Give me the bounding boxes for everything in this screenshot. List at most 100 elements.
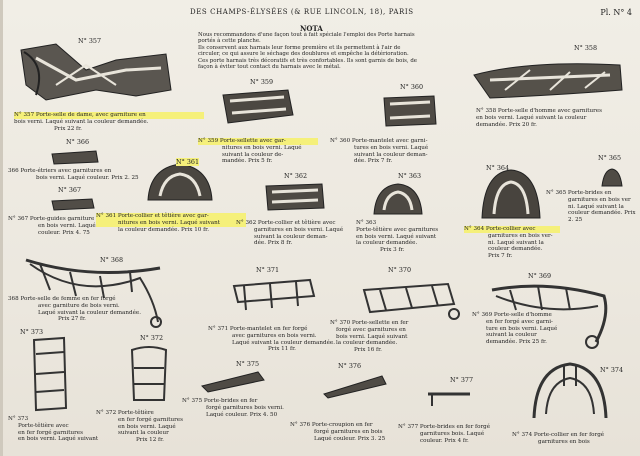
caption-line: Laqué suivant la couleur demandée. xyxy=(232,339,335,346)
page-header: DES CHAMPS-ÉLYSÉES (& RUE LINCOLN, 18), … xyxy=(190,8,414,16)
caption-line: N° 371 Porte-mantelet en fer forgé xyxy=(208,326,308,332)
item-number-359: N° 359 xyxy=(250,78,274,86)
item-number-358: N° 358 xyxy=(574,44,598,52)
item-number-372: N° 372 xyxy=(140,334,164,342)
item-number-357: N° 357 xyxy=(78,37,102,45)
caption-line: bois verni. Laqué couleur. Prix 2. 25 xyxy=(36,174,139,181)
caption-371: N° 371 Porte-mantelet en fer forgé avec … xyxy=(208,326,338,353)
caption-line: la couleur demandée. xyxy=(336,340,398,347)
caption-364: N° 364 Porte-collier avec garnitures en … xyxy=(464,226,560,260)
headstall-rack-373-illustration xyxy=(32,336,68,412)
caption-line: N° 362 Porte-collier et têtière avec xyxy=(236,220,336,226)
rein-rack-367-illustration xyxy=(51,198,95,211)
caption-line: N° 359 Porte-sellette avec gar- xyxy=(198,138,318,145)
saddle-rack-357-illustration xyxy=(20,43,172,101)
caption-366: 366 Porte-étriers avec garnitures en boi… xyxy=(8,168,148,182)
caption-line: bois verni. Laqué suivant xyxy=(336,333,408,340)
bridle-rack-375-illustration xyxy=(201,371,265,393)
caption-line: couleur demandée. Prix 2. 25 xyxy=(568,210,636,224)
caption-line: avec garniture de bois verni. xyxy=(38,302,120,309)
caption-line: N° 363 xyxy=(356,220,377,226)
caption-line: en fer forgé avec garni- xyxy=(486,318,553,325)
caption-line: N° 364 Porte-collier avec xyxy=(464,226,560,233)
caption-line: N° 375 Porte-brides en fer xyxy=(182,398,258,404)
caption-376: N° 376 Porte-croupion en fer forgé garni… xyxy=(290,422,400,442)
caption-line: Laqué couleur. Prix 3. 25 xyxy=(314,435,386,442)
caption-line: garnitures en bois ver xyxy=(568,196,631,203)
item-number-368: N° 368 xyxy=(100,256,124,264)
caption-368: 368 Porte-selle de femme en fer forgé av… xyxy=(8,296,148,323)
item-number-376: N° 376 xyxy=(338,362,362,370)
caption-line: 368 Porte-selle de femme en fer forgé xyxy=(8,296,116,302)
caption-line: suivant la couleur deman- xyxy=(254,233,328,240)
nota-line: Ils conservent aux harnais leur forme pr… xyxy=(198,44,401,51)
caption-line: en bois verni. Laqué xyxy=(118,423,176,430)
caption-line: couleur demandée. xyxy=(488,246,543,253)
caption-line: dée. Prix 8 fr. xyxy=(254,240,293,247)
caption-line: en bois verni. Laqué suivant xyxy=(356,233,437,240)
pad-rack-359-illustration xyxy=(222,89,294,124)
caption-line: forgé garnitures bois verni. xyxy=(206,404,284,411)
caption-377: N° 377 Porte-brides en fer forgé garnitu… xyxy=(398,424,508,444)
caption-line: Prix 27 fr. xyxy=(58,316,86,323)
caption-line: Laqué suivant la couleur demandée. xyxy=(38,309,141,316)
item-number-362: N° 362 xyxy=(284,172,308,180)
collar-rack-374-illustration xyxy=(532,362,608,419)
caption-line: 366 Porte-étriers avec garnitures en xyxy=(8,168,112,174)
caption-line: couleur. Prix 4 fr. xyxy=(420,437,469,444)
caption-line: demandée. Prix 20 fr. xyxy=(476,121,537,128)
caption-358: N° 358 Porte-selle d'homme avec garnitur… xyxy=(476,108,636,128)
caption-line: demandée. Prix 25 fr. xyxy=(486,339,547,346)
item-number-360: N° 360 xyxy=(400,83,424,91)
nota-line: Ces porte harnais très décoratifs et trè… xyxy=(198,57,417,64)
nota-line: portés à cette planche. xyxy=(198,38,261,45)
caption-line: dée. Prix 7 fr. xyxy=(354,158,393,165)
saddle-rack-368-illustration xyxy=(25,258,162,328)
caption-line: Porte-têtière avec xyxy=(18,422,69,429)
caption-line: Prix 22 fr. xyxy=(54,125,82,132)
crupper-rack-376-illustration xyxy=(323,375,387,399)
item-number-369: N° 369 xyxy=(528,272,552,280)
nota-line: Nous recommandons d'une façon tout à fai… xyxy=(198,32,415,38)
caption-line: garnitures bois. Laqué xyxy=(420,430,485,437)
caption-line: Laqué couleur. Prix 4. 50 xyxy=(206,411,278,418)
collar-rack-362-illustration xyxy=(265,183,325,211)
caption-line: la couleur demandée. xyxy=(356,240,418,247)
caption-line: en bois verni. Laqué suivant xyxy=(18,436,99,443)
collar-rack-364-illustration xyxy=(481,169,541,219)
caption-line: N° 376 Porte-croupion en fer xyxy=(290,422,373,428)
item-number-361: N° 361 xyxy=(176,158,200,166)
item-number-371: N° 371 xyxy=(256,266,280,274)
saddle-rack-358-illustration xyxy=(473,63,623,99)
caption-line: N° 357 Porte-selle de dame, avec garnitu… xyxy=(14,112,204,119)
caption-line: suivant la couleur deman- xyxy=(354,151,428,158)
caption-357: N° 357 Porte-selle de dame, avec garnitu… xyxy=(14,112,204,132)
caption-359: N° 359 Porte-sellette avec gar- nitures … xyxy=(198,138,318,165)
caption-362: N° 362 Porte-collier et têtière avec gar… xyxy=(236,220,356,247)
caption-line: N° 367 Porte-guides garniture xyxy=(8,216,95,222)
caption-374: N° 374 Porte-collier en fer forgé garnit… xyxy=(512,432,638,446)
caption-373: N° 373 Porte-têtière avec en fer forgé g… xyxy=(8,416,118,443)
caption-line: Prix 12 fr. xyxy=(136,437,164,444)
caption-370: N° 370 Porte-sellette en fer forgé avec … xyxy=(330,320,450,354)
caption-line: avec garnitures en bois verni. xyxy=(232,332,317,339)
caption-367: N° 367 Porte-guides garniture en bois ve… xyxy=(8,216,128,236)
caption-line: mandée. Prix 5 fr. xyxy=(222,158,273,165)
caption-line: ni. Laqué suivant la xyxy=(568,203,624,210)
stirrup-rack-366-illustration xyxy=(51,150,99,165)
caption-line: suivant la couleur xyxy=(118,430,169,437)
item-number-367: N° 367 xyxy=(58,186,82,194)
item-number-366: N° 366 xyxy=(66,138,90,146)
bridle-rack-365-illustration xyxy=(601,168,623,187)
nota-heading: NOTA xyxy=(300,24,323,33)
item-number-374: N° 374 xyxy=(600,366,624,374)
caption-line: la couleur demandée. Prix 10 fr. xyxy=(118,226,210,233)
item-number-377: N° 377 xyxy=(450,376,474,384)
caption-line: N° 365 Porte-brides en xyxy=(546,190,612,196)
caption-line: suivant la couleur xyxy=(486,332,537,339)
nota-line: circuler, ce qui assure le séchage des d… xyxy=(198,51,409,58)
nota-text: Nous recommandons d'une façon tout à fai… xyxy=(198,32,446,70)
caption-line: N° 369 Porte-selle d'homme xyxy=(472,312,552,318)
item-number-373: N° 373 xyxy=(20,328,44,336)
nota-line: façon à éviter tout contact du harnais a… xyxy=(198,64,341,71)
